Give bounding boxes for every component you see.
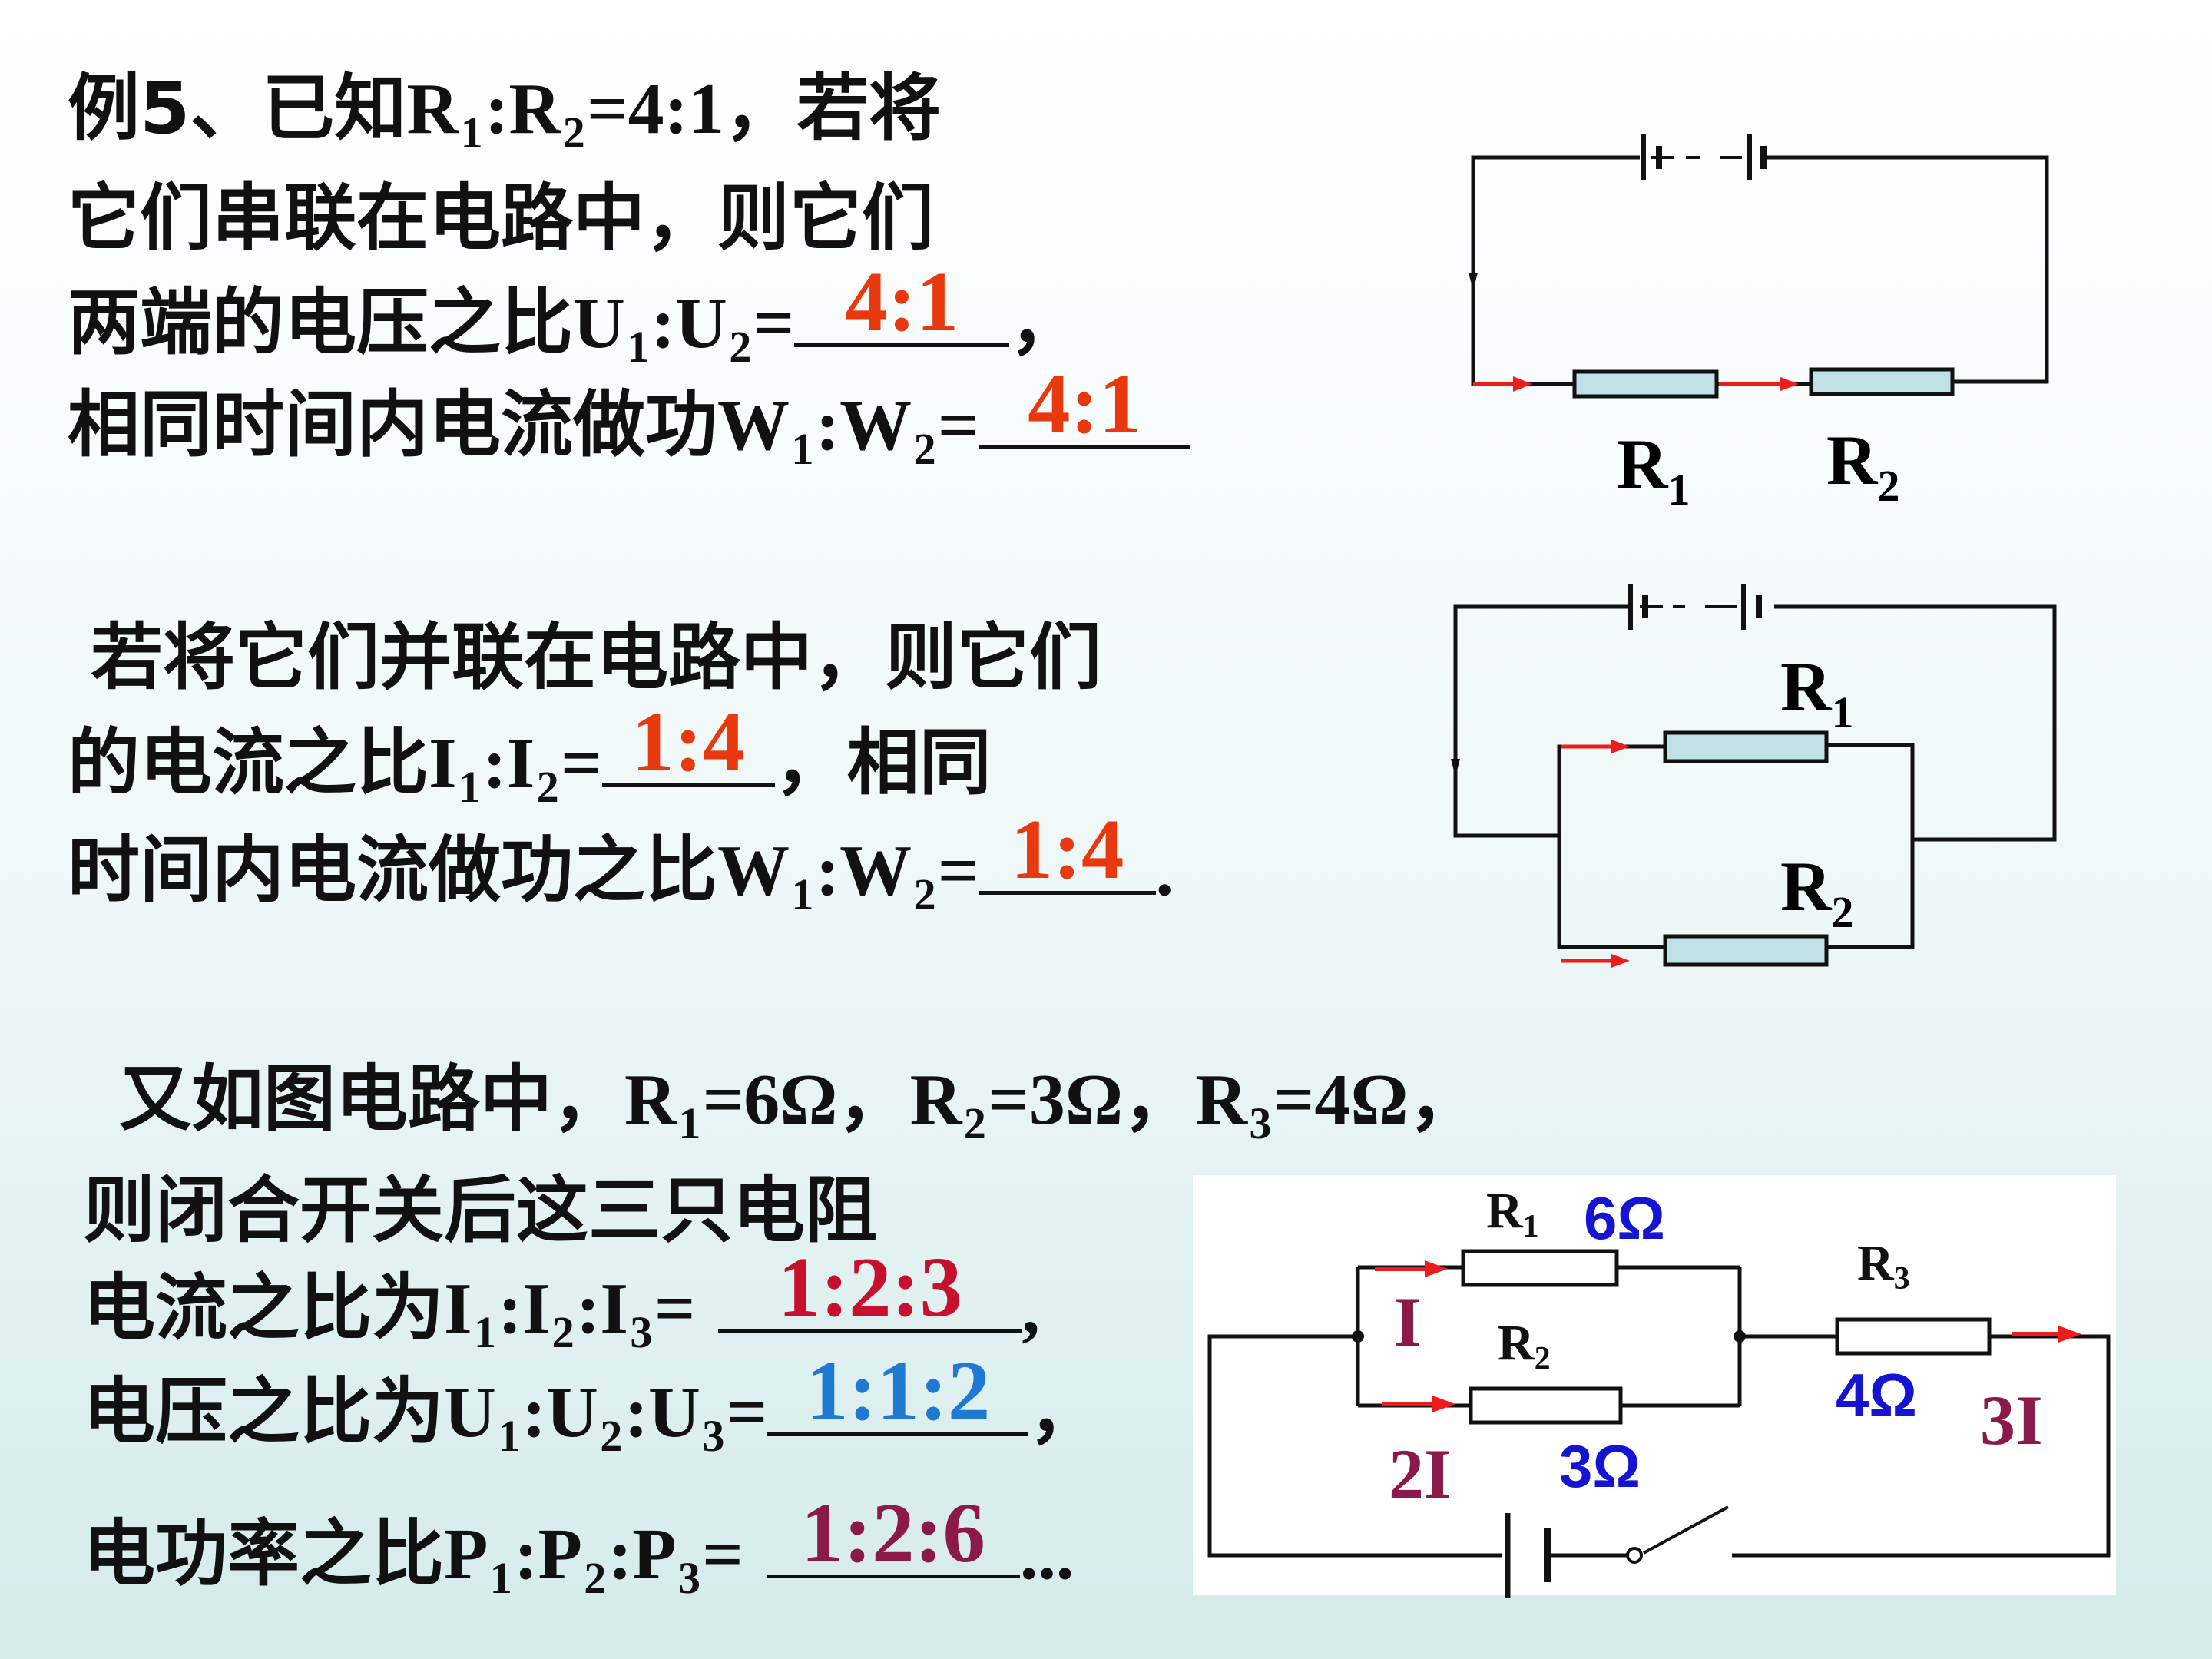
label-r2: R2 <box>1826 421 1899 511</box>
direction-arrow-icon <box>1469 273 1478 290</box>
answer-current-ratio-parallel: 1:4 <box>631 694 746 790</box>
junction-node <box>1352 1330 1364 1343</box>
battery-icon <box>1505 1513 1551 1598</box>
line-11: 电压之比为U1:U2:U3=1:1:2， <box>83 1343 1101 1461</box>
answer-blank-current-ratio-parallel[interactable]: 1:4 <box>601 700 775 788</box>
label-r3: R3 <box>1857 1235 1910 1296</box>
resistor-r1 <box>1461 1249 1619 1287</box>
answer-blank-work-ratio-series[interactable]: 4:1 <box>979 362 1190 450</box>
current-label-3i: 3I <box>1980 1381 2043 1459</box>
current-label-2i: 2I <box>1389 1435 1452 1513</box>
resistor-r2 <box>1809 367 1955 396</box>
line-6: 的电流之比I1:I2=1:4，相同 <box>68 694 992 812</box>
line-9: 则闭合开关后这三只电阻 <box>83 1169 878 1253</box>
direction-arrow-icon <box>1451 759 1460 777</box>
answer-work-ratio-series: 4:1 <box>1028 356 1141 452</box>
current-label-i: I <box>1394 1283 1422 1361</box>
answer-blank-voltage-ratio[interactable]: 4:1 <box>794 260 1010 348</box>
label-r2: R2 <box>1498 1315 1551 1376</box>
answer-blank-voltage-ratio-three[interactable]: 1:1:2 <box>767 1349 1029 1437</box>
answer-voltage-ratio: 4:1 <box>845 254 959 349</box>
diagram-background <box>1193 1175 2116 1595</box>
line-1: 例5、已知R1:R2=4:1，若将 <box>68 67 941 157</box>
circuit-mixed-diagram: R1 6Ω R2 3Ω R3 4Ω I 2I 3I <box>1193 1175 2116 1598</box>
current-arrow-icon <box>1375 1260 1448 1277</box>
line-5: 若将它们并联在电路中，则它们 <box>91 616 1102 700</box>
wire <box>1471 155 1640 386</box>
line-2: 它们串联在电路中，则它们 <box>68 177 935 260</box>
line-3: 两端的电压之比U1:U2=4:1， <box>68 254 1082 372</box>
current-arrow-icon <box>1561 740 1630 753</box>
label-r1: R1 <box>1780 647 1853 737</box>
line-12: 电功率之比P1:P2:P3=1:2:6... <box>83 1485 1075 1603</box>
junction-node <box>1734 1330 1746 1343</box>
answer-power-ratio: 1:2:6 <box>800 1485 985 1581</box>
answer-blank-current-ratio-three[interactable]: 1:2:3 <box>718 1245 1022 1333</box>
current-arrow-icon <box>1719 377 1799 391</box>
battery-icon <box>1628 584 1762 630</box>
current-arrow-icon <box>1473 376 1532 392</box>
label-r2: R2 <box>1780 847 1853 937</box>
value-r3: 4Ω <box>1836 1361 1917 1429</box>
current-arrow-icon <box>2012 1326 2081 1343</box>
value-r1: 6Ω <box>1584 1184 1665 1252</box>
resistor-r1 <box>1663 730 1829 763</box>
line-7: 时间内电流做功之比W1:W2=1:4. <box>68 802 1174 919</box>
answer-current-ratio-three: 1:2:3 <box>777 1240 962 1335</box>
answer-blank-power-ratio[interactable]: 1:2:6 <box>766 1491 1020 1579</box>
battery-icon <box>1641 134 1767 180</box>
current-arrow-icon <box>1561 954 1630 968</box>
answer-blank-work-ratio-parallel[interactable]: 1:4 <box>979 807 1156 896</box>
resistor-r1 <box>1572 369 1719 399</box>
resistor-r2 <box>1469 1386 1623 1425</box>
value-r2: 3Ω <box>1559 1432 1641 1500</box>
resistor-r2 <box>1663 934 1829 967</box>
label-r1: R1 <box>1486 1183 1539 1244</box>
line-8: 又如图电路中，R1=6Ω，R2=3Ω，R3=4Ω， <box>119 1058 1481 1148</box>
switch-lever <box>1643 1505 1729 1555</box>
line-10: 电流之比为I1:I2:I3=1:2:3, <box>83 1240 1040 1357</box>
resistor-r3 <box>1835 1317 1992 1356</box>
answer-voltage-ratio-three: 1:1:2 <box>806 1343 991 1439</box>
switch-pivot <box>1626 1547 1643 1564</box>
circuit-parallel-diagram: R1 R2 <box>1451 584 2057 968</box>
wire <box>1767 155 2049 384</box>
label-r1: R1 <box>1617 425 1690 515</box>
answer-work-ratio-parallel: 1:4 <box>1010 802 1124 897</box>
line-4: 相同时间内电流做功W1:W2=4:1 <box>68 362 1190 471</box>
current-arrow-icon <box>1382 1396 1455 1412</box>
